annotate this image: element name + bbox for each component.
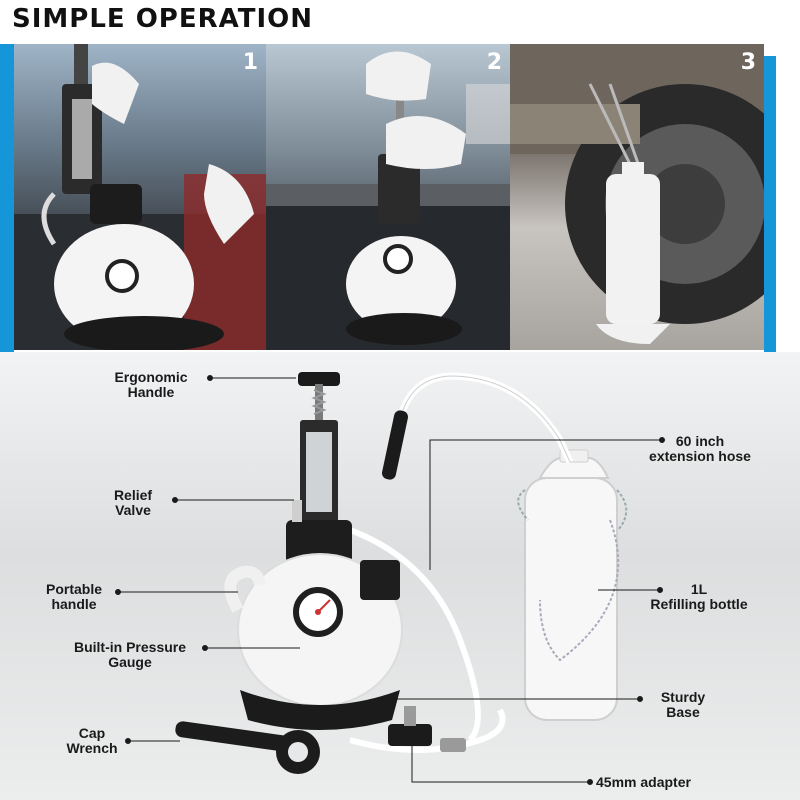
- left-accent-bar: [0, 44, 14, 352]
- step-number: 3: [740, 50, 756, 75]
- label-ergonomic-handle: Ergonomic Handle: [114, 369, 188, 400]
- label-relief-valve: Relief Valve: [113, 487, 153, 518]
- step-number: 1: [242, 50, 258, 75]
- step-1-photo: 1: [14, 44, 266, 350]
- step-number: 2: [486, 50, 502, 75]
- page-title: SIMPLE OPERATION: [12, 4, 314, 34]
- step-3-illustration: [510, 44, 764, 344]
- step-2-illustration: [266, 51, 510, 350]
- label-sturdy-base: Sturdy Base: [660, 689, 706, 720]
- step-3-photo: 3: [510, 44, 764, 350]
- label-portable-handle: Portable handle: [45, 581, 102, 612]
- label-refilling-bottle: 1L Refilling bottle: [650, 581, 748, 612]
- step-2-photo: 2: [266, 44, 510, 350]
- label-extension-hose: 60 inch extension hose: [649, 433, 751, 464]
- label-pressure-gauge: Built-in Pressure Gauge: [73, 639, 187, 670]
- label-cap-wrench: Cap Wrench: [66, 725, 118, 756]
- step-1-illustration: [14, 44, 266, 350]
- label-adapter: 45mm adapter: [596, 774, 691, 790]
- right-accent-bar: [764, 56, 776, 352]
